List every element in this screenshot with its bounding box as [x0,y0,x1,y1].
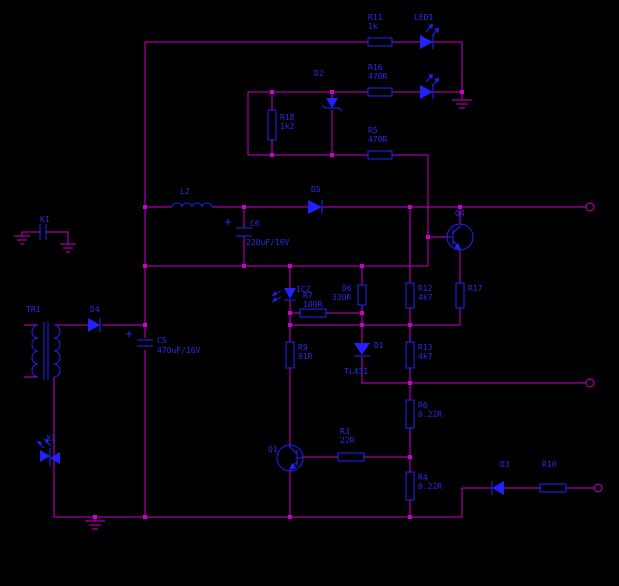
junction-dots [93,90,464,519]
label-c6-value: 220uF/16V [246,238,290,247]
label-c6-ref: C6 [250,219,260,228]
label-d3-ref: D3 [500,460,510,469]
ground-symbol-bottom [85,520,105,530]
label-r7-ref: R7 [303,291,313,300]
diode-d3 [491,481,504,495]
resistor-r5 [367,150,393,160]
resistor-r4 [405,471,415,501]
resistor-d6 [357,284,367,306]
resistor-r9 [285,341,295,369]
diac-x1 [36,438,60,466]
capacitor-c6 [225,219,252,237]
transistor-q1 [276,444,304,472]
label-d6-ref: D6 [342,284,352,293]
label-r18-ref: R18 [280,113,295,122]
ground-symbol-k1-left [14,235,30,245]
label-r4-value: 0.22R [418,482,442,491]
label-q4-ref: Q4 [455,209,465,218]
label-r13-ref: R13 [418,343,433,352]
label-r5-ref: R5 [368,126,378,135]
wires [21,41,594,521]
label-r11-value: 1k [368,22,378,31]
label-r9-ref: R9 [298,343,308,352]
resistor-r10 [539,483,567,493]
optocoupler-led-ic2 [271,288,296,303]
label-r12-value: 4k7 [418,293,433,302]
label-led1-ref: LED1 [414,13,433,22]
label-d5-ref: D5 [311,185,321,194]
label-r5-value: 470R [368,135,387,144]
label-r17-ref: R17 [468,284,483,293]
label-x1-ref: X1 [46,434,56,443]
diode-d5 [308,200,323,214]
label-r3-value: 22R [340,436,355,445]
label-r12-ref: R12 [418,284,433,293]
output-terminal-2 [585,378,595,388]
label-d6-value: 330R [332,293,351,302]
ground-symbol-k1-right [60,243,76,253]
label-d1-ref: D1 [374,341,384,350]
label-q1-ref: Q1 [268,445,278,454]
transformer-tr1 [31,322,61,380]
capacitor-k1 [39,224,47,240]
diode-d4 [88,318,101,332]
led-led2 [420,73,440,99]
label-r6-value: 0.22R [418,410,442,419]
label-r7-value: 100R [303,300,322,309]
output-terminal-1 [585,202,595,212]
resistor-r16 [367,87,393,97]
label-r3-ref: R3 [340,427,350,436]
label-d4-ref: D4 [90,305,100,314]
output-terminal-3 [593,483,603,493]
label-r4-ref: R4 [418,473,428,482]
resistor-r3 [337,452,365,462]
label-r13-value: 4k7 [418,352,433,361]
label-r9-value: 91R [298,352,313,361]
label-r6-ref: R6 [418,401,428,410]
ground-symbol-top-right [452,99,472,109]
label-c5-value: 470uF/16V [157,346,201,355]
label-tr1-ref: TR1 [26,305,41,314]
label-k1-ref: K1 [40,215,50,224]
label-d1-value: TL431 [344,367,368,376]
resistor-r11 [367,37,393,47]
label-r16-ref: R16 [368,63,383,72]
label-r10-ref: R10 [542,460,557,469]
resistor-r12 [405,282,415,309]
resistor-r6 [405,399,415,429]
label-c5-ref: C5 [157,336,167,345]
label-r18-value: 1k2 [280,122,295,131]
capacitor-c5 [126,331,153,347]
resistor-r13 [405,341,415,369]
label-d2-ref: D2 [314,69,324,78]
zener-diode-d2 [321,98,343,112]
led-led1 [420,23,440,49]
resistor-r18 [267,109,277,141]
resistor-r17 [455,282,465,309]
transistor-q4 [446,223,474,251]
label-ic2-ref: IC2 [296,285,311,294]
resistor-r7 [299,308,327,318]
label-r16-value: 470R [368,72,387,81]
label-r11-ref: R11 [368,13,383,22]
label-l2-ref: L2 [180,187,190,196]
inductor-l2 [171,202,213,208]
shunt-regulator-d1 [354,343,370,357]
